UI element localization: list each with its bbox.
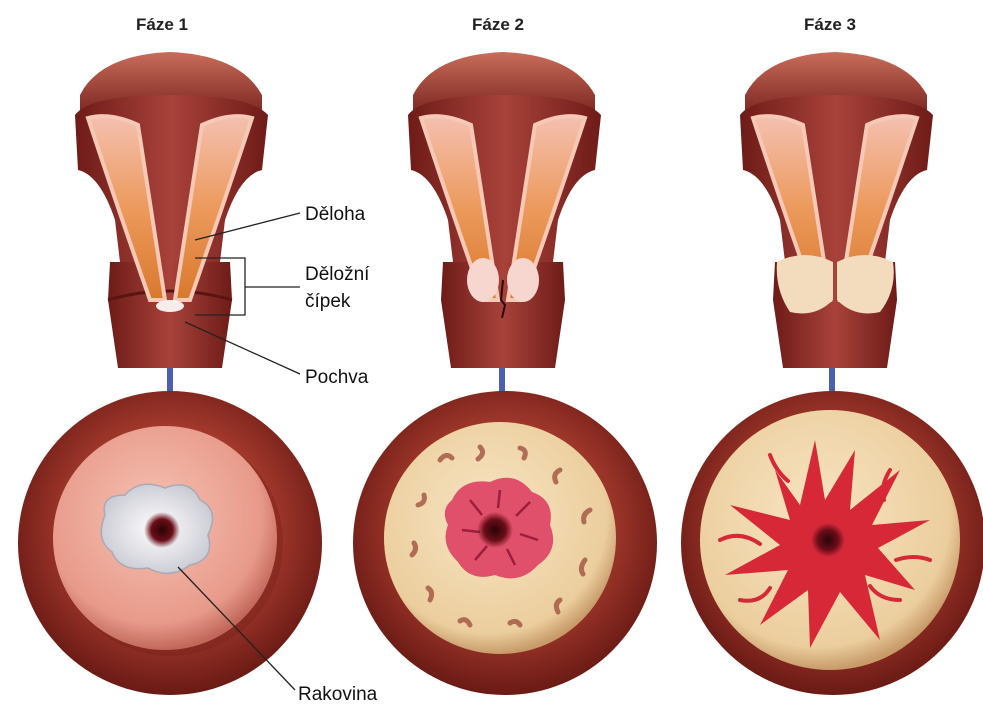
cervix-label-line2: čípek [305, 291, 351, 312]
cervix-label-line1: Děložní [305, 264, 370, 285]
uterus-phase-2 [408, 52, 601, 368]
phase-3-title: Fáze 3 [804, 15, 856, 34]
cross-section-phase-3 [681, 391, 983, 695]
uterus-phase-1 [75, 52, 268, 368]
cross-section-phase-2 [353, 391, 657, 695]
phase-2-title: Fáze 2 [472, 15, 524, 34]
uterus-label: Děloha [305, 204, 366, 225]
phase-1-title: Fáze 1 [136, 15, 188, 34]
uterus-phase-3 [740, 52, 933, 368]
cross-section-phase-1 [18, 391, 322, 695]
cancer-label: Rakovina [298, 684, 378, 705]
vagina-label: Pochva [305, 367, 369, 388]
